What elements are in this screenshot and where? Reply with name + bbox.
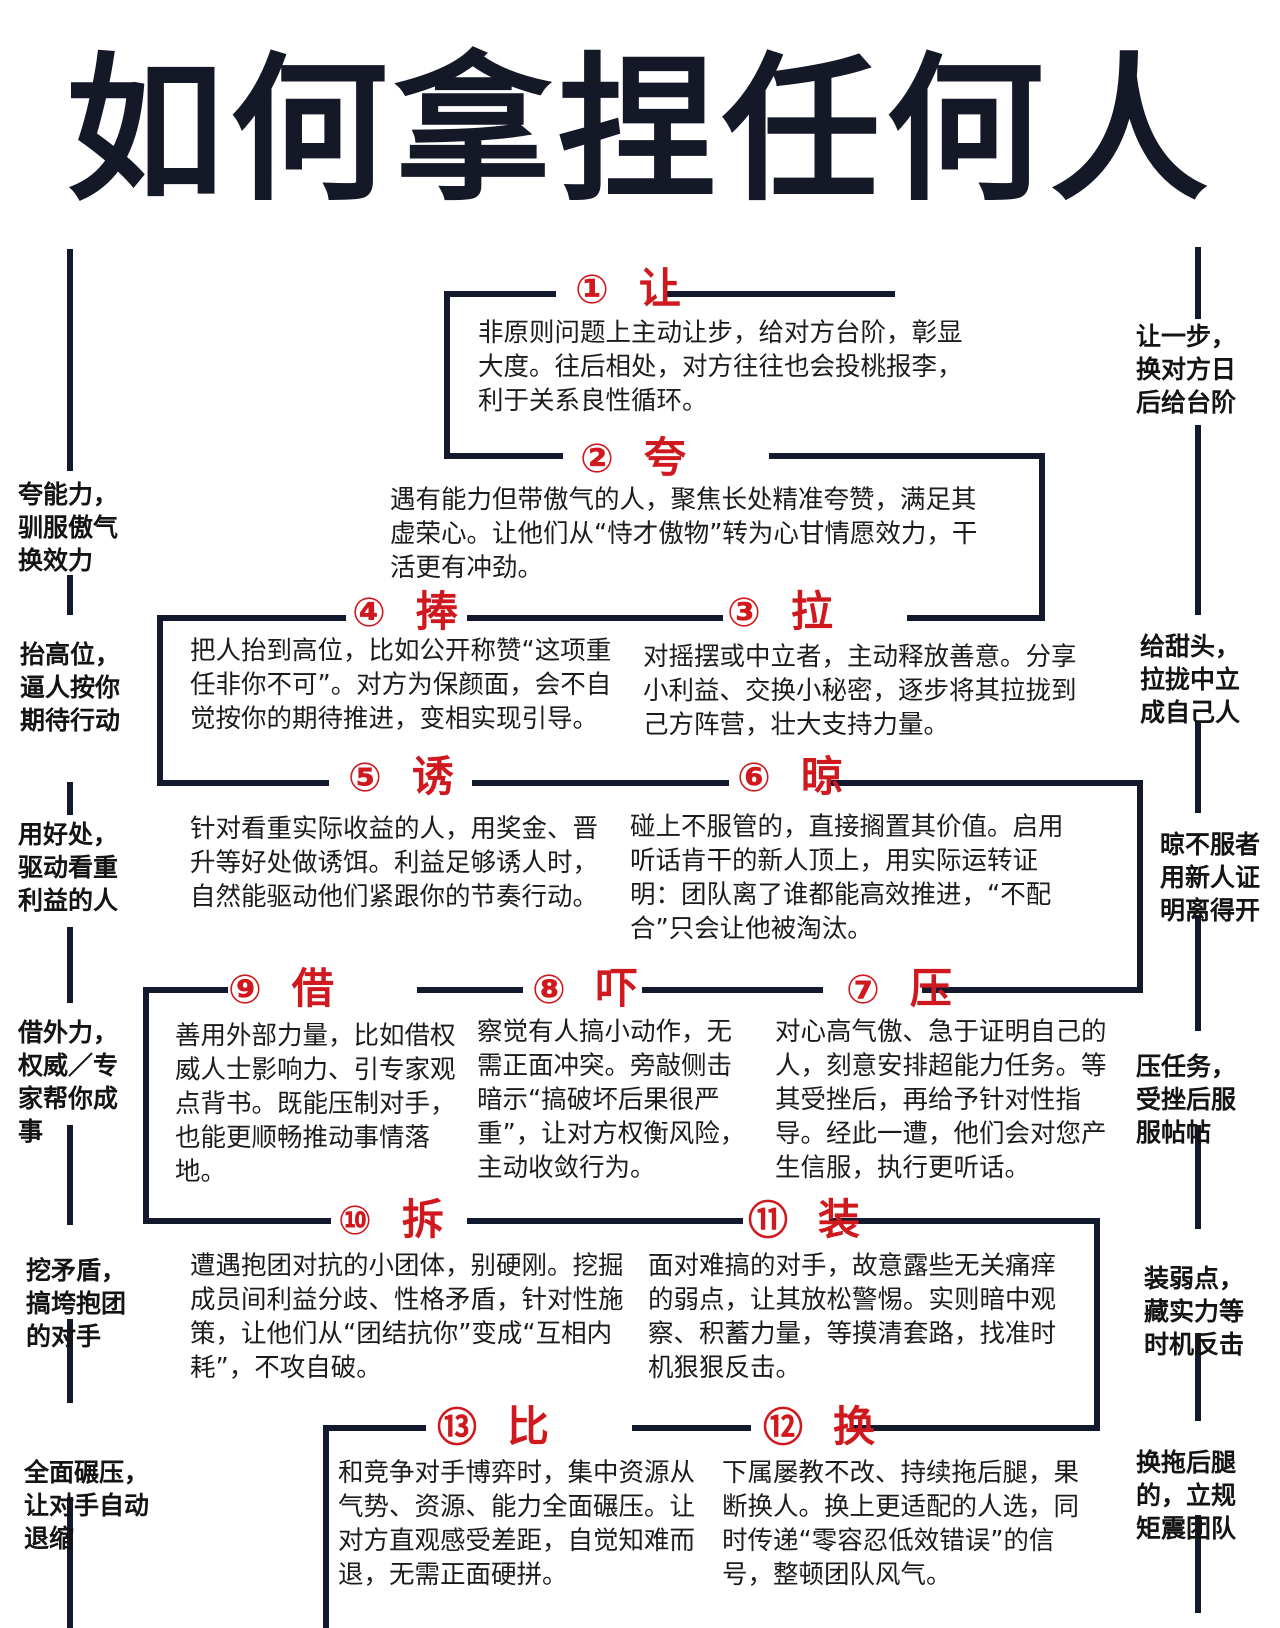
- section-text-3: 对摇摆或中立者，主动释放善意。分享小利益、交换小秘密，逐步将其拉拢到己方阵营，壮…: [643, 642, 1077, 740]
- section-keyword: 借: [291, 964, 334, 1013]
- section-keyword: 装: [818, 1195, 861, 1244]
- section-keyword: 压: [909, 964, 952, 1013]
- section-keyword: 诱: [411, 752, 454, 801]
- section-number: ④: [352, 590, 386, 636]
- section-number: ⑪: [748, 1198, 788, 1244]
- section-number: ③: [727, 590, 761, 636]
- section-keyword: 捧: [415, 587, 458, 636]
- left-note: 抬高位，逼人按你期待行动: [20, 640, 121, 735]
- section-keyword: 比: [507, 1402, 550, 1451]
- section-text-12: 下属屡教不改、持续拖后腿，果断换人。换上更适配的人选，同时传递“零容忍低效错误”…: [722, 1458, 1080, 1590]
- right-note: 换拖后腿的，立规矩震团队: [1136, 1448, 1237, 1543]
- section-number: ⑤: [348, 755, 382, 801]
- section-keyword: 拉: [790, 587, 833, 636]
- section-number: ⑦: [846, 967, 880, 1013]
- section-keyword: 晾: [800, 752, 843, 801]
- right-note: 晾不服者用新人证明离得开: [1160, 830, 1261, 925]
- section-text-7: 对心高气傲、急于证明自己的人，刻意安排超能力任务。等其受挫后，再给予针对性指导。…: [775, 1017, 1107, 1183]
- right-note: 给甜头，拉拢中立成自己人: [1140, 632, 1241, 727]
- section-text-13: 和竞争对手博弈时，集中资源从气势、资源、能力全面碾压。让对方直观感受差距，自觉知…: [338, 1458, 696, 1590]
- left-note: 全面碾压，让对手自动退缩: [24, 1458, 150, 1553]
- section-keyword: 拆: [401, 1195, 444, 1244]
- section-keyword: 夸: [643, 433, 686, 482]
- section-text-2: 遇有能力但带傲气的人，聚焦长处精准夸赞，满足其虚荣心。让他们从“恃才傲物”转为心…: [390, 485, 978, 583]
- section-keyword: 吓: [595, 964, 638, 1013]
- left-note: 挖矛盾，搞垮抱团的对手: [26, 1256, 127, 1351]
- section-number: ①: [575, 267, 609, 313]
- section-number: ⑬: [437, 1405, 477, 1451]
- section-text-10: 遭遇抱团对抗的小团体，别硬刚。挖掘成员间利益分歧、性格矛盾，针对性施策，让他们从…: [190, 1251, 624, 1383]
- section-text-8: 察觉有人搞小动作，无需正面冲突。旁敲侧击暗示“搞破坏后果很严重”，让对方权衡风险…: [477, 1017, 746, 1183]
- section-number: ⑧: [532, 967, 566, 1013]
- section-keyword: 让: [638, 264, 681, 313]
- section-number: ⑥: [737, 755, 771, 801]
- section-number: ⑫: [763, 1405, 803, 1451]
- section-keyword: 换: [833, 1402, 876, 1451]
- section-text-4: 把人抬到高位，比如公开称赞“这项重任非你不可”。对方为保颜面，会不自觉按你的期待…: [190, 636, 612, 734]
- right-note: 让一步，换对方日后给台阶: [1136, 322, 1237, 417]
- left-note: 用好处，驱动看重利益的人: [18, 820, 119, 915]
- page-title: 如何拿捏任何人: [66, 39, 1214, 223]
- section-text-9: 善用外部力量，比如借权威人士影响力、引专家观点背书。既能压制对手，也能更顺畅推动…: [175, 1021, 456, 1187]
- section-text-1: 非原则问题上主动让步，给对方台阶，彰显大度。往后相处，对方往往也会投桃报李，利于…: [478, 318, 963, 416]
- right-note: 压任务，受挫后服服帖帖: [1136, 1052, 1237, 1147]
- section-text-11: 面对难搞的对手，故意露些无关痛痒的弱点，让其放松警惕。实则暗中观察、积蓄力量，等…: [648, 1251, 1057, 1383]
- left-note: 借外力，权威／专家帮你成事: [18, 1018, 119, 1146]
- right-note: 装弱点，藏实力等时机反击: [1144, 1264, 1245, 1359]
- section-text-5: 针对看重实际收益的人，用奖金、晋升等好处做诱饵。利益足够诱人时，自然能驱动他们紧…: [190, 814, 599, 912]
- section-number: ⑩: [338, 1198, 372, 1244]
- section-number: ⑨: [228, 967, 262, 1013]
- section-text-6: 碰上不服管的，直接搁置其价值。启用听话肯干的新人顶上，用实际运转证明：团队离了谁…: [630, 812, 1064, 944]
- section-number: ②: [580, 436, 614, 482]
- left-note: 夸能力，驯服傲气换效力: [18, 480, 119, 575]
